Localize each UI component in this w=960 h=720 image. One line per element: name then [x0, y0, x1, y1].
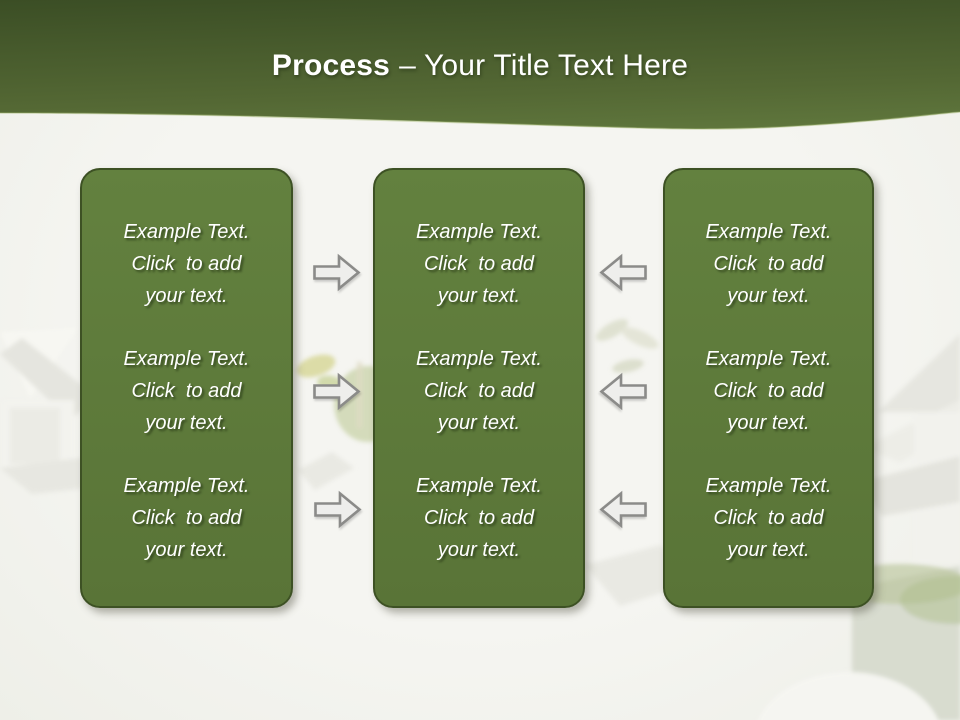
text-line: Example Text.: [416, 221, 542, 243]
text-line: Click to add: [713, 507, 824, 529]
arrow-right-icon: [312, 371, 361, 412]
text-line: Click to add: [131, 380, 242, 402]
path-watermark: [757, 672, 939, 720]
text-line: Example Text.: [416, 475, 542, 497]
text-line: your text.: [145, 539, 228, 561]
text-line: Click to add: [131, 507, 242, 529]
text-line: Click to add: [713, 253, 824, 275]
arrow-left-icon: [599, 371, 648, 412]
text-block[interactable]: Example Text. Click to add your text.: [88, 470, 285, 566]
text-line: Example Text.: [705, 348, 832, 370]
title-rest-text: – Your Title Text Here: [399, 49, 689, 82]
text-line: Example Text.: [123, 221, 250, 243]
house-watermark-right: [860, 334, 960, 562]
process-column-left[interactable]: Example Text. Click to add your text. Ex…: [80, 168, 293, 608]
text-block[interactable]: Example Text. Click to add your text.: [671, 216, 866, 312]
text-line: Click to add: [423, 507, 535, 529]
text-line: Example Text.: [416, 348, 542, 370]
text-block[interactable]: Example Text. Click to add your text.: [671, 470, 866, 566]
text-line: Click to add: [423, 380, 535, 402]
text-line: Click to add: [713, 380, 824, 402]
text-line: Example Text.: [705, 221, 832, 243]
text-line: your text.: [437, 539, 521, 561]
text-line: Click to add: [423, 253, 535, 275]
text-line: your text.: [145, 285, 228, 307]
text-line: Example Text.: [123, 348, 250, 370]
roof-watermark: [298, 452, 354, 490]
slide-title[interactable]: Process– Your Title Text Here: [0, 47, 960, 85]
text-block[interactable]: Example Text. Click to add your text.: [88, 343, 285, 439]
arrow-left-icon: [599, 489, 648, 530]
text-line: Example Text.: [705, 475, 832, 497]
title-bold-text: Process: [271, 49, 391, 82]
text-line: your text.: [437, 285, 521, 307]
text-line: your text.: [437, 412, 521, 434]
text-block[interactable]: Example Text. Click to add your text.: [381, 216, 577, 312]
header-band: [0, 0, 960, 130]
text-block[interactable]: Example Text. Click to add your text.: [381, 343, 577, 439]
text-block[interactable]: Example Text. Click to add your text.: [671, 343, 866, 439]
text-line: your text.: [145, 412, 228, 434]
arrow-left-icon: [599, 252, 648, 293]
process-column-middle[interactable]: Example Text. Click to add your text. Ex…: [373, 168, 585, 608]
arrow-right-icon: [313, 489, 362, 530]
text-block[interactable]: Example Text. Click to add your text.: [88, 216, 285, 312]
process-column-right[interactable]: Example Text. Click to add your text. Ex…: [663, 168, 874, 608]
text-line: your text.: [727, 412, 810, 434]
text-block[interactable]: Example Text. Click to add your text.: [381, 470, 577, 566]
leaves-watermark: [596, 319, 659, 373]
text-line: Example Text.: [123, 475, 250, 497]
text-line: your text.: [727, 285, 810, 307]
text-line: your text.: [727, 539, 810, 561]
text-line: Click to add: [131, 253, 242, 275]
arrow-right-icon: [312, 252, 361, 293]
